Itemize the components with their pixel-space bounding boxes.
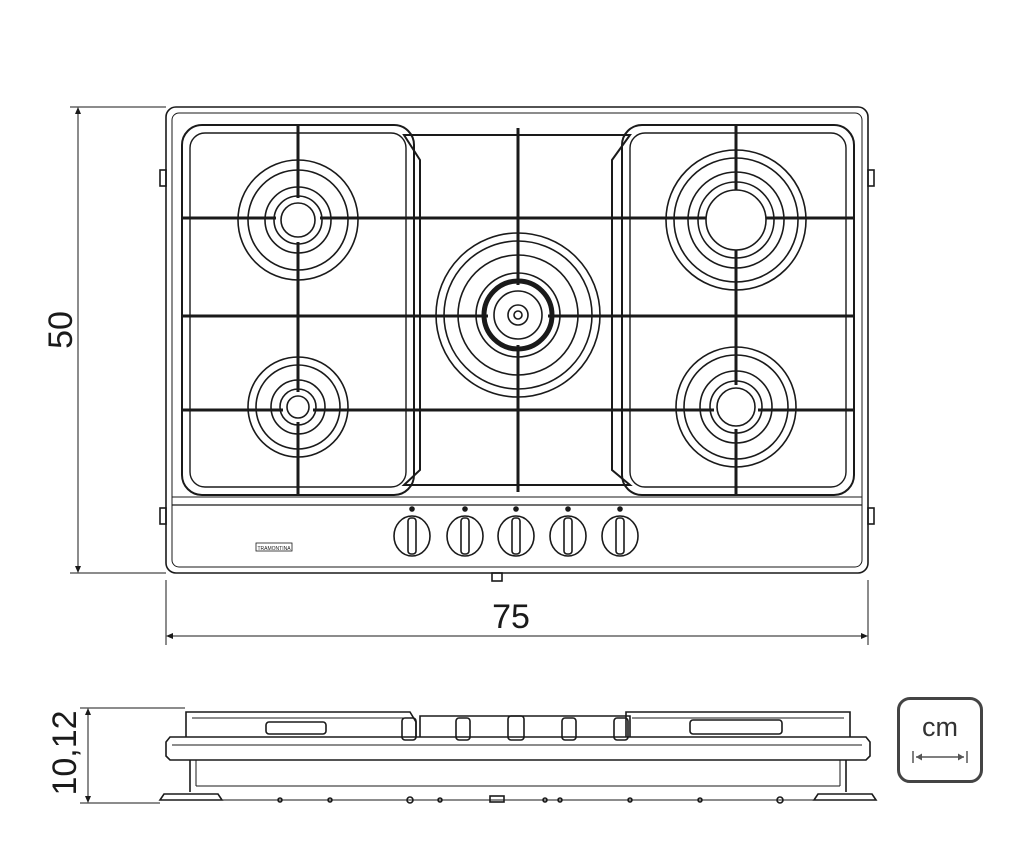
knob [393,506,431,557]
horizontal-measure-arrow-icon [912,751,968,763]
depth-dimension-label: 50 [42,311,80,349]
knob [446,506,484,557]
burner-bottom-right [675,346,797,468]
burner-top-right [665,149,807,291]
side-tab [867,169,875,187]
knob [497,506,535,557]
unit-label: cm [922,712,958,742]
width-dimension-label: 75 [492,598,530,636]
knob [601,506,639,557]
side-view [158,711,878,804]
burner-center-wok [435,232,601,398]
top-view [159,106,875,582]
burner-bottom-left [247,356,349,458]
side-tab [159,169,167,187]
height-dimension-label: 10,12 [46,710,84,795]
knob [549,506,587,557]
side-tab [159,507,167,525]
hob-outline [165,106,869,574]
brand-label: TRAMONTINA [257,546,291,552]
burner-top-left [237,159,359,281]
unit-badge: cm [897,697,983,783]
brand-plate [255,542,293,552]
side-tab [867,507,875,525]
dimension-lines [70,106,869,804]
control-knobs [393,506,639,557]
